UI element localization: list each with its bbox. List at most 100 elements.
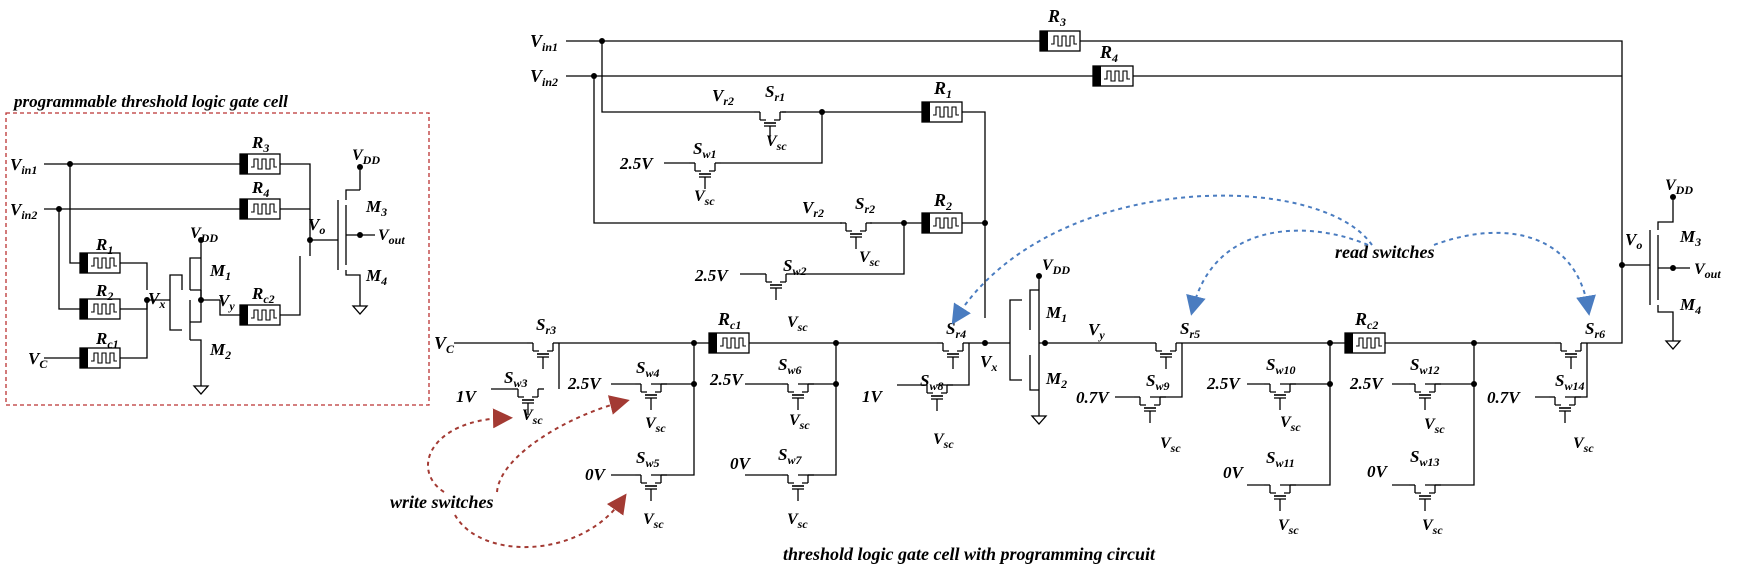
vsc-sw10: Vsc [1280,414,1301,434]
switch-sw10 [1263,383,1297,411]
left-m2-label: M2 [209,340,231,362]
right-circuit: Vin1 Vin2 R3 R4 R1 R2 Rc1 Rc2 Vr2 Vr2 Sr… [390,6,1721,564]
left-rc2-label: Rc2 [251,284,275,306]
left-vin1-label: Vin1 [10,155,37,177]
vsc-sw11: Vsc [1278,517,1299,537]
left-m3-label: M3 [365,197,387,219]
m2-label: M2 [1045,369,1067,391]
left-vout-label: Vout [378,227,405,247]
vsc-sw5: Vsc [643,511,664,531]
sw8-voltage: 1V [862,387,884,406]
sw10-label: Sw10 [1266,355,1295,377]
sw2-voltage: 2.5V [694,266,729,285]
left-rc1-label: Rc1 [95,329,119,351]
left-cell-title: programmable threshold logic gate cell [12,92,288,111]
vo-label: Vo [1625,230,1642,252]
sw3-label: Sw3 [504,368,527,390]
left-vx-label: Vx [148,289,165,311]
sw6-label: Sw6 [778,355,801,377]
sr4-label: Sr4 [946,319,966,341]
r3-label: R3 [1047,6,1066,29]
switch-sw13 [1408,484,1442,512]
m3-label: M3 [1679,227,1701,249]
sw13-voltage: 0V [1367,462,1389,481]
sr6-label: Sr6 [1585,319,1605,341]
sw8-label: Sw8 [920,371,943,393]
sw14-voltage: 0.7V [1487,388,1521,407]
sw11-voltage: 0V [1223,463,1245,482]
switch-sw7 [781,474,815,502]
left-vdd2-label: VDD [352,147,380,167]
switch-sr4 [936,342,970,370]
switch-sw2 [759,273,793,301]
switch-sw6 [781,383,815,411]
left-r1-label: R1 [95,235,113,257]
switch-sw9 [1133,396,1167,424]
switch-sw11 [1263,484,1297,512]
read-arrow-sr6 [1433,231,1596,316]
left-m1-label: M1 [209,261,231,283]
left-vc-label: VC [28,349,48,371]
r2-label: R2 [933,190,952,213]
r1-label: R1 [933,78,952,101]
sw1-voltage: 2.5V [619,154,654,173]
switch-sw1 [688,162,722,190]
switch-sw14 [1548,396,1582,424]
left-cell: programmable threshold logic gate cell V… [5,92,430,406]
left-vdd1-label: VDD [190,225,218,245]
sw13-label: Sw13 [1410,447,1439,469]
vx-label: Vx [980,352,997,374]
sw11-label: Sw11 [1266,448,1295,470]
sr3-label: Sr3 [536,315,556,337]
left-vo-label: Vo [308,215,325,237]
left-r3-label: R3 [251,133,269,155]
switch-sr3 [526,342,560,370]
vin1-label: Vin1 [530,31,558,54]
sw9-label: Sw9 [1146,371,1169,393]
write-switches-label: write switches [390,492,494,512]
sw2-label: Sw2 [783,256,806,278]
vsc-sr2: Vsc [859,249,880,269]
sw4-voltage: 2.5V [567,374,602,393]
sr1-label: Sr1 [765,82,785,104]
write-arrow-sw3 [427,408,513,493]
vsc-sw12: Vsc [1424,416,1445,436]
vsc-sw6: Vsc [789,412,810,432]
vsc-sw8: Vsc [933,431,954,451]
left-r2-label: R2 [95,281,113,303]
r4-label: R4 [1099,42,1118,65]
sw9-voltage: 0.7V [1076,388,1110,407]
sw5-label: Sw5 [636,448,659,470]
vr2b-label: Vr2 [802,198,824,220]
vsc-sw4: Vsc [645,415,666,435]
m4-label: M4 [1679,295,1701,317]
circuit-title: threshold logic gate cell with programmi… [783,544,1156,564]
vsc-sw14: Vsc [1573,435,1594,455]
vin2-label: Vin2 [530,66,558,89]
vdd2-label: VDD [1665,177,1693,197]
sw6-voltage: 2.5V [709,370,744,389]
switch-sr6 [1554,342,1588,370]
vsc-sw7: Vsc [787,511,808,531]
left-m4-label: M4 [365,266,387,288]
sw5-voltage: 0V [585,465,607,484]
switch-sw5 [634,474,668,502]
rc2-label: Rc2 [1354,309,1378,332]
left-vy-label: Vy [218,291,235,313]
write-arrow-sw5 [454,493,627,549]
left-vin2-label: Vin2 [10,200,37,222]
read-switches-label: read switches [1335,242,1435,262]
switch-sr2 [839,222,873,250]
vsc-sw13: Vsc [1422,517,1443,537]
switch-sr5 [1149,342,1183,370]
vsc-sw1: Vsc [694,188,715,208]
sw3-voltage: 1V [456,387,478,406]
read-arrow-sr4 [951,194,1373,325]
sw4-label: Sw4 [636,358,659,380]
sw1-label: Sw1 [693,139,716,161]
vr2a-label: Vr2 [712,86,734,108]
rc1-label: Rc1 [717,309,741,332]
vsc-sw3: Vsc [522,407,543,427]
sw12-label: Sw12 [1410,355,1439,377]
